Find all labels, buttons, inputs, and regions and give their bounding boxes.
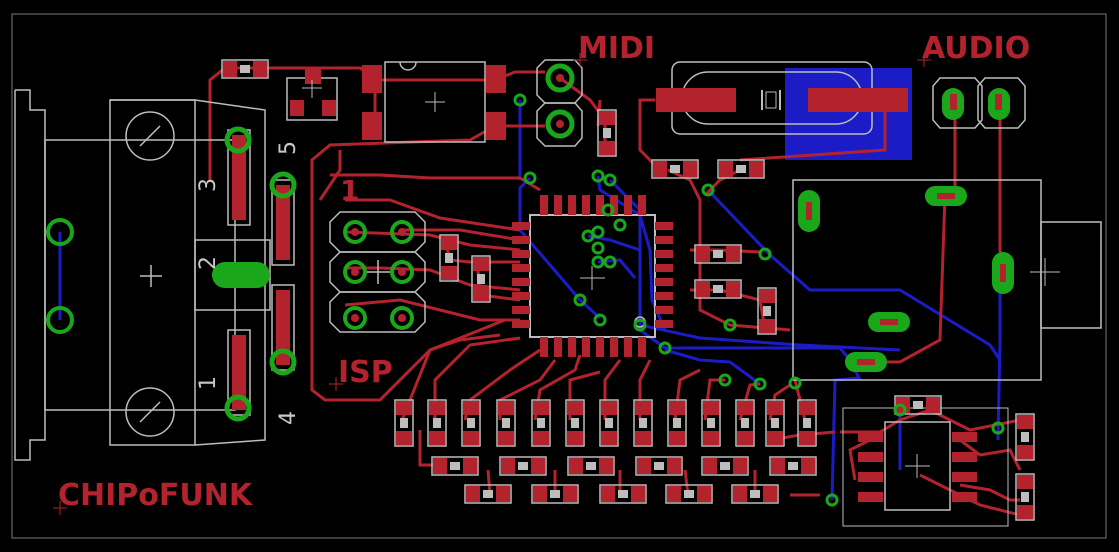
smd-resistor bbox=[599, 399, 619, 447]
smd-resistor bbox=[633, 399, 653, 447]
via bbox=[603, 173, 617, 187]
smd-resistor bbox=[769, 456, 817, 476]
via bbox=[601, 203, 615, 217]
smd-resistor bbox=[701, 399, 721, 447]
via bbox=[723, 318, 737, 332]
smd-resistor bbox=[694, 244, 742, 264]
smd-resistor bbox=[597, 109, 617, 157]
smd-resistor bbox=[431, 456, 479, 476]
smd-resistor bbox=[565, 399, 585, 447]
usb-pin4-label: 4 bbox=[276, 411, 301, 425]
smd-resistor bbox=[1015, 473, 1035, 521]
smd-resistor bbox=[221, 59, 269, 79]
smd-resistor bbox=[665, 484, 713, 504]
via bbox=[523, 171, 537, 185]
smd-resistor bbox=[531, 484, 579, 504]
smd-resistor bbox=[499, 456, 547, 476]
crystal-keepout bbox=[785, 68, 912, 160]
via bbox=[633, 318, 647, 332]
via bbox=[753, 377, 767, 391]
op-amp bbox=[842, 407, 1009, 527]
smd-resistor bbox=[461, 399, 481, 447]
isp-label: ISP bbox=[338, 355, 393, 390]
midi-label: MIDI bbox=[578, 31, 655, 66]
usb-connector bbox=[14, 89, 295, 461]
usb-pin1-label: 1 bbox=[196, 376, 221, 390]
origin-marks bbox=[53, 53, 931, 515]
smd-resistor bbox=[599, 484, 647, 504]
audio-label: AUDIO bbox=[922, 31, 1030, 66]
optocoupler bbox=[362, 61, 506, 143]
isp-pin1-label: 1 bbox=[340, 174, 359, 207]
smd-resistor bbox=[635, 456, 683, 476]
smd-resistor bbox=[694, 279, 742, 299]
smd-resistor bbox=[797, 399, 817, 447]
via bbox=[658, 341, 672, 355]
via bbox=[513, 93, 527, 107]
smd-resistor bbox=[1015, 413, 1035, 461]
smd-resistor bbox=[757, 287, 777, 335]
via bbox=[718, 373, 732, 387]
crystal bbox=[656, 61, 908, 135]
via bbox=[758, 247, 772, 261]
via bbox=[591, 169, 605, 183]
audio-header bbox=[932, 77, 1026, 129]
board-name-label: CHIPoFUNK bbox=[58, 478, 254, 513]
via bbox=[825, 493, 839, 507]
smd-resistor bbox=[464, 484, 512, 504]
usb-pads bbox=[46, 126, 297, 422]
via bbox=[591, 255, 605, 269]
smd-resistor bbox=[735, 399, 755, 447]
transistor bbox=[286, 68, 338, 121]
usb-pin5-label: 5 bbox=[276, 141, 301, 155]
isp-header bbox=[329, 211, 426, 333]
via bbox=[893, 403, 907, 417]
via bbox=[701, 183, 715, 197]
via bbox=[591, 241, 605, 255]
smd-resistors bbox=[221, 59, 1035, 521]
smd-resistor bbox=[531, 399, 551, 447]
via bbox=[613, 218, 627, 232]
smd-resistor bbox=[471, 255, 491, 303]
smd-resistor bbox=[651, 159, 699, 179]
smd-resistor bbox=[731, 484, 779, 504]
smd-resistor bbox=[717, 159, 765, 179]
vias bbox=[513, 93, 1005, 507]
smd-resistor bbox=[701, 456, 749, 476]
board-outline bbox=[11, 13, 1107, 539]
via bbox=[593, 313, 607, 327]
smd-resistor bbox=[394, 399, 414, 447]
microcontroller bbox=[512, 195, 673, 357]
smd-resistor bbox=[667, 399, 687, 447]
smd-resistor bbox=[567, 456, 615, 476]
smd-resistor bbox=[765, 399, 785, 447]
usb-pin3-label: 3 bbox=[196, 178, 221, 192]
midi-header bbox=[536, 59, 583, 147]
smd-resistor bbox=[439, 234, 459, 282]
via bbox=[603, 255, 617, 269]
usb-pin2-label: 2 bbox=[196, 256, 221, 270]
via bbox=[788, 376, 802, 390]
via bbox=[591, 225, 605, 239]
smd-resistor bbox=[427, 399, 447, 447]
via bbox=[573, 293, 587, 307]
via bbox=[991, 421, 1005, 435]
audio-jack bbox=[792, 179, 1102, 381]
smd-resistor bbox=[496, 399, 516, 447]
